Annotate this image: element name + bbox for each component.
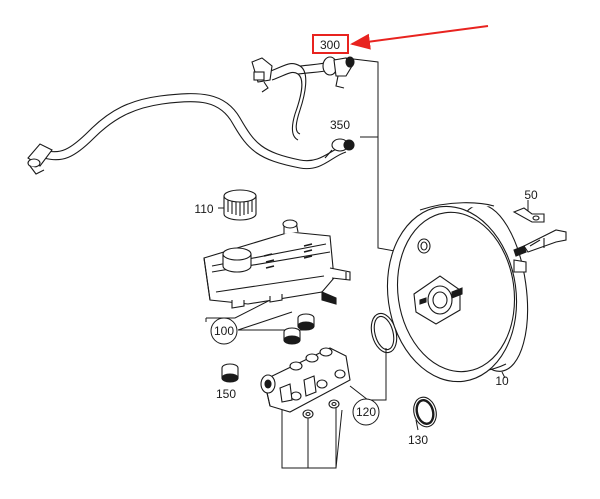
check-valve-350 bbox=[324, 138, 355, 159]
upper-hose bbox=[267, 61, 331, 141]
callout-100[interactable]: 100 bbox=[210, 317, 238, 345]
master-cylinder bbox=[260, 347, 351, 413]
callout-label-130[interactable]: 130 bbox=[408, 433, 428, 447]
reservoir-cap-110 bbox=[223, 189, 257, 221]
elbow-connector bbox=[251, 57, 273, 93]
vacuum-hose bbox=[43, 93, 347, 170]
hose-end-connector bbox=[27, 143, 53, 175]
cylinder-seals bbox=[302, 399, 340, 419]
grommets-150 bbox=[221, 313, 315, 383]
reservoir-markings bbox=[263, 243, 313, 269]
callout-label-110[interactable]: 110 bbox=[194, 202, 213, 216]
leader-lines bbox=[205, 57, 529, 469]
highlight-arrow bbox=[350, 25, 489, 50]
grommet-c bbox=[221, 363, 239, 383]
brake-booster bbox=[386, 202, 529, 383]
callout-label-150[interactable]: 150 bbox=[216, 387, 236, 401]
brake-fluid-reservoir bbox=[203, 219, 351, 309]
seal-130 bbox=[413, 396, 437, 428]
valve-assembly-300 bbox=[322, 56, 355, 89]
callout-label-10[interactable]: 10 bbox=[495, 374, 509, 388]
callout-120[interactable]: 120 bbox=[352, 398, 380, 426]
callout-label-50[interactable]: 50 bbox=[524, 188, 538, 202]
callout-label-120: 120 bbox=[356, 405, 376, 419]
highlight-box[interactable] bbox=[312, 34, 349, 54]
callout-label-350[interactable]: 350 bbox=[330, 118, 350, 132]
callout-label-100: 100 bbox=[214, 324, 234, 338]
sensor-part-50 bbox=[512, 207, 567, 257]
grommet-a bbox=[297, 313, 315, 331]
callout-label-300[interactable]: 300 bbox=[320, 38, 340, 52]
grommet-b bbox=[283, 327, 301, 345]
